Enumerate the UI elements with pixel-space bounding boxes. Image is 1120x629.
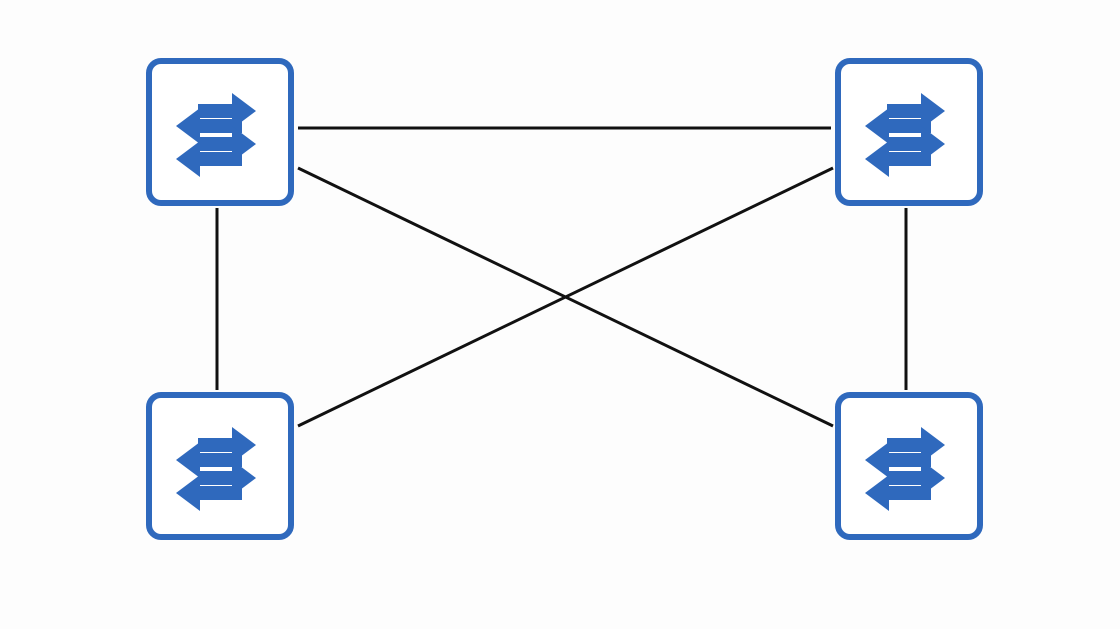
switch-node-top-left[interactable] [146,58,294,206]
links-layer [215,126,908,428]
link-top-right-to-bottom-left [297,166,834,428]
switch-node-top-right[interactable] [835,58,983,206]
nodes-layer [146,58,983,540]
switch-node-bottom-right[interactable] [835,392,983,540]
switch-node-bottom-left[interactable] [146,392,294,540]
